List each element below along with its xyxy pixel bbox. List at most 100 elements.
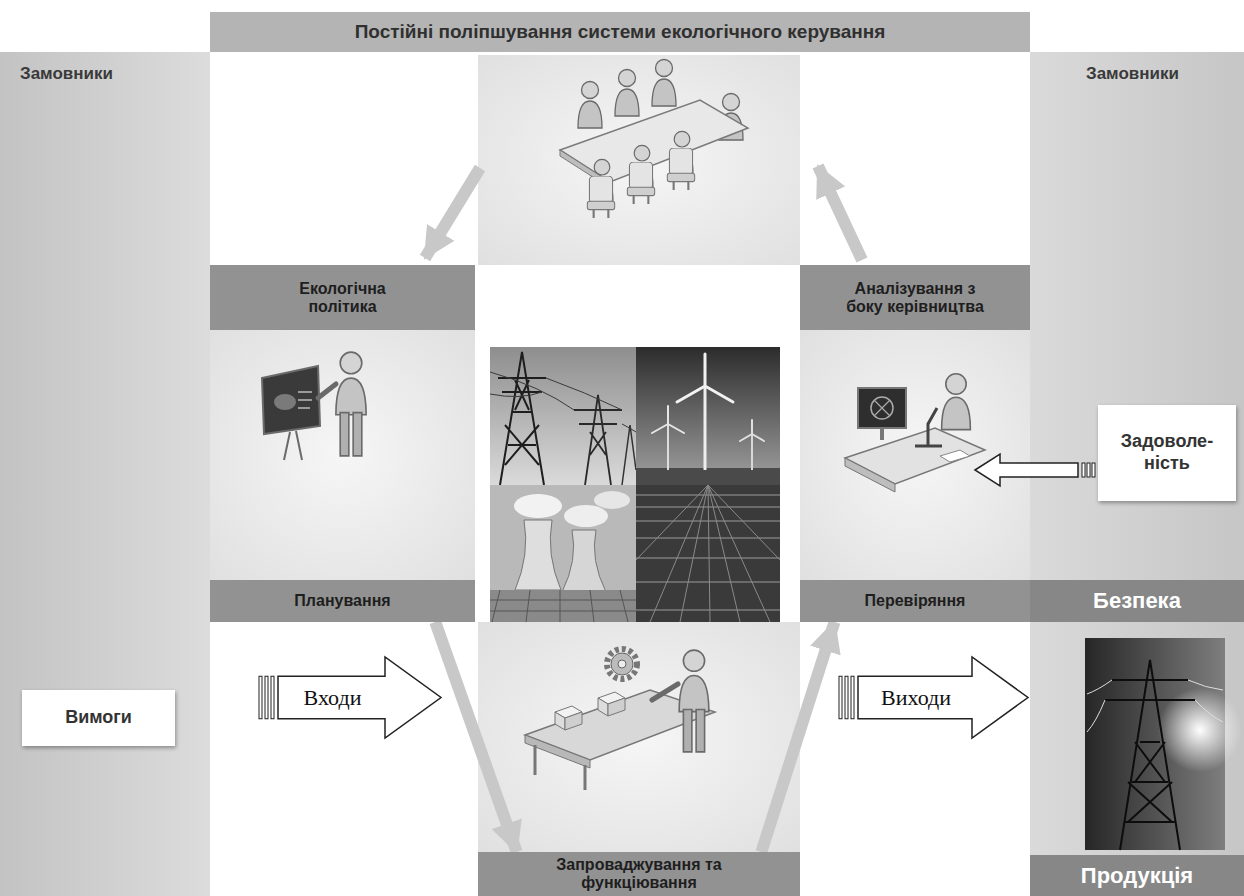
meeting-icon-part	[719, 94, 743, 141]
meeting-icon-part	[587, 176, 614, 218]
power-collage-part	[667, 424, 669, 470]
presenter-icon-part	[318, 384, 336, 398]
phase-label-text: Планування	[294, 592, 390, 610]
phase-label: Запроваджування та функціювання	[478, 852, 800, 896]
improvement-band: Постійні поліпшування системи екологічно…	[210, 12, 1030, 52]
analyst-icon-part	[915, 408, 942, 446]
phase-label: Перевіряння	[800, 580, 1030, 622]
customer-column: ЗамовникиЗадоволе- ністьБезпекаПродукція	[1030, 52, 1244, 896]
output-band: Продукція	[1030, 855, 1244, 896]
presenter-icon-part	[274, 394, 296, 410]
meeting-icon-part	[578, 82, 602, 129]
worker-icon-part	[611, 653, 633, 675]
worker-icon-part	[618, 660, 626, 668]
worker-icon	[525, 649, 715, 790]
meeting-icon	[560, 60, 748, 219]
worker-icon-part	[535, 722, 700, 790]
worker-icon-part	[555, 712, 565, 730]
worker-icon-part	[607, 649, 637, 679]
output-arrow-text: Виходи	[881, 685, 951, 711]
presenter-icon	[262, 352, 366, 460]
satisfaction-arrow	[975, 454, 1095, 486]
cycle-panels	[210, 55, 1030, 852]
customer-column-text: Замовники	[1030, 52, 1244, 84]
analyst-icon-part	[880, 428, 884, 440]
arrow-body	[858, 657, 1028, 738]
side-columns	[0, 52, 1244, 896]
cycle-arrow	[761, 622, 834, 852]
arrow-bar	[271, 676, 274, 719]
output-band: Безпека	[1030, 580, 1244, 622]
worker-icon-part	[565, 712, 582, 730]
meeting-icon-part	[627, 162, 654, 204]
satisfaction-arrow-part	[1092, 463, 1095, 477]
analyst-icon-part	[845, 458, 895, 492]
presenter-icon-part	[262, 366, 320, 434]
power-collage-part	[562, 530, 606, 592]
power-collage-part	[636, 495, 780, 610]
worker-icon-part	[679, 650, 709, 752]
analyst-icon-part	[942, 374, 971, 430]
power-collage-part	[636, 485, 780, 622]
power-collage-part	[515, 520, 561, 590]
meeting-icon-part	[615, 70, 639, 117]
improvement-band-text: Постійні поліпшування системи екологічно…	[355, 21, 886, 43]
requirements-box-text: Вимоги	[65, 707, 132, 729]
analyst-icon-part	[940, 450, 970, 462]
arrow-body	[278, 657, 441, 738]
cycle-arrows-part	[425, 168, 480, 258]
satisfaction-arrow-part	[975, 454, 1078, 486]
power-collage-part	[636, 468, 780, 485]
power-collage-part	[622, 425, 636, 485]
power-collage-part	[490, 372, 636, 432]
power-collage-part	[751, 434, 753, 470]
pylon-photo-part	[1158, 688, 1242, 772]
customer-column-text: Замовники	[0, 52, 210, 84]
customer-column: ЗамовникиВимоги	[0, 52, 210, 896]
cycle-arrow	[435, 622, 516, 852]
pylon-photo-part	[1085, 638, 1225, 850]
meeting-icon-part	[631, 145, 653, 188]
analyst-icon-part	[871, 397, 893, 419]
input-arrow-text: Входи	[304, 685, 362, 711]
power-collage-part	[740, 420, 764, 441]
satisfaction-box: Задоволе- ність	[1098, 405, 1236, 501]
worker-icon-part	[555, 706, 582, 718]
arrow-bar	[845, 676, 848, 719]
cycle-panels-part	[478, 55, 800, 265]
output-arrow: Виходи	[838, 655, 1030, 740]
cycle-panels-part	[210, 330, 475, 580]
meeting-icon-part	[591, 159, 613, 202]
cycle-arrows-part	[818, 166, 862, 260]
presenter-icon-part	[298, 392, 312, 408]
worker-icon-part	[525, 735, 590, 768]
power-collage-part	[564, 505, 608, 527]
power-collage-part	[490, 590, 636, 622]
power-collage-part	[490, 485, 636, 622]
output-band-text: Продукція	[1081, 863, 1193, 889]
phase-label: Планування	[210, 580, 475, 622]
presenter-icon-part	[336, 352, 366, 456]
phase-label: Аналізування з боку керівництва	[800, 265, 1030, 330]
power-collage-part	[514, 494, 562, 518]
arrow-bar	[259, 676, 262, 719]
pylon-photo-part	[1105, 660, 1195, 850]
input-arrow: Входи	[258, 655, 443, 740]
pylon-photo-part	[1087, 680, 1223, 732]
arrow-bar	[265, 676, 268, 719]
worker-icon-part	[608, 698, 625, 716]
phase-label: Екологічна політика	[210, 265, 475, 330]
power-collage-part	[490, 590, 636, 622]
power-collage-part	[677, 354, 733, 402]
requirements-box: Вимоги	[22, 690, 175, 746]
power-collage-part	[636, 485, 780, 622]
presenter-icon-part	[284, 431, 302, 460]
satisfaction-box-text: Задоволе- ність	[1106, 431, 1228, 474]
arrow-bar	[851, 676, 854, 719]
worker-icon-part	[652, 684, 678, 700]
